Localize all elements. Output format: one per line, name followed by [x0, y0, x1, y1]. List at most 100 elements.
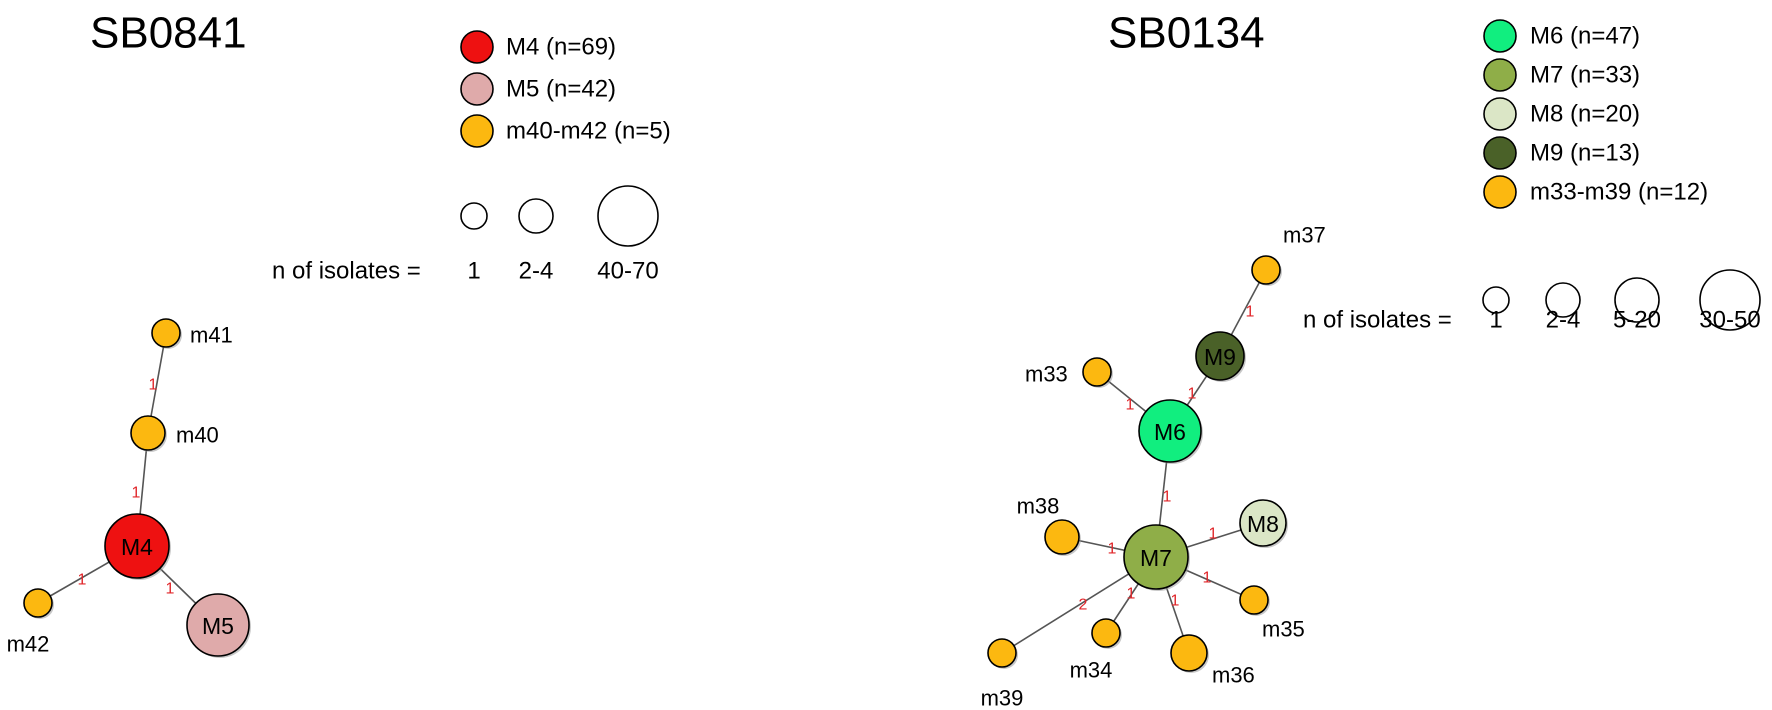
node-m35: m35 [1239, 585, 1305, 642]
legend-swatch [1483, 19, 1517, 53]
node-label: m35 [1262, 617, 1305, 642]
node-label: M9 [1204, 344, 1236, 370]
legend-label: M4 (n=69) [506, 34, 616, 61]
edge-weight-label: 1 [149, 377, 158, 394]
node-m36: m36 [1170, 634, 1255, 688]
edge-weight-label: 1 [1127, 586, 1136, 603]
legend-item: m40-m42 (n=5) [460, 114, 671, 148]
legend-item: M7 (n=33) [1483, 58, 1640, 92]
node-m42: m42 [7, 588, 54, 657]
node-label: M5 [202, 613, 234, 639]
node-label: m41 [190, 323, 233, 348]
node-label: m39 [981, 686, 1024, 710]
legend-label: M9 (n=13) [1530, 140, 1640, 167]
edge-weight-label: 1 [1246, 304, 1255, 321]
node-circle [151, 318, 181, 348]
size-legend-label: 5-20 [1613, 307, 1661, 334]
node-m33: m33 [1025, 357, 1113, 388]
node-label: M7 [1140, 545, 1172, 571]
size-legend-circle [1545, 282, 1581, 318]
size-legend-circle [518, 198, 554, 234]
node-label: m42 [7, 632, 50, 657]
legend-label: m40-m42 (n=5) [506, 118, 671, 145]
node-circle [1082, 357, 1112, 387]
color-legend: M6 (n=47) M7 (n=33) M8 (n=20) M9 (n=13) m33-… [1483, 19, 1708, 209]
size-legend-circle [597, 185, 659, 247]
legend-item: M9 (n=13) [1483, 136, 1640, 170]
node-m37: m37 [1251, 223, 1326, 286]
legend-label: M8 (n=20) [1530, 101, 1640, 128]
size-legend-circle [1482, 286, 1510, 314]
edge-weight-label: 1 [1203, 570, 1212, 587]
node-label: m34 [1070, 658, 1113, 683]
edge-weight-label: 1 [166, 581, 175, 598]
legend-label: M7 (n=33) [1530, 62, 1640, 89]
node-m34: m34 [1070, 618, 1122, 683]
node-circle [1239, 585, 1269, 615]
node-label: M6 [1154, 419, 1186, 445]
legend-label: M6 (n=47) [1530, 23, 1640, 50]
size-legend-circle [1614, 277, 1660, 323]
node-label: m36 [1212, 663, 1255, 688]
size-legend-prefix: n of isolates = [1303, 307, 1452, 334]
edge-weight-label: 1 [1163, 489, 1172, 506]
color-legend: M4 (n=69) M5 (n=42) m40-m42 (n=5) [460, 30, 671, 148]
legend-swatch [1483, 58, 1517, 92]
size-legend-label: 2-4 [519, 258, 554, 285]
node-label: m33 [1025, 362, 1068, 387]
legend-item: M4 (n=69) [460, 30, 616, 64]
legend-item: M5 (n=42) [460, 72, 616, 106]
node-circle [1251, 255, 1281, 285]
size-legend-label: 1 [1489, 307, 1502, 334]
legend-swatch [460, 72, 494, 106]
node-circle [1044, 519, 1080, 555]
legend-swatch [460, 114, 494, 148]
node-circle [1170, 634, 1208, 672]
node-m40: m40 [130, 415, 219, 452]
legend-item: M8 (n=20) [1483, 97, 1640, 131]
legend-swatch [1483, 136, 1517, 170]
legend-label: m33-m39 (n=12) [1530, 179, 1708, 206]
node-circle [987, 638, 1017, 668]
edge-weight-label: 1 [1171, 593, 1180, 610]
node-M6: M6 [1138, 399, 1203, 464]
size-legend-label: 2-4 [1546, 307, 1581, 334]
size-legend: n of isolates = 1 2-4 5-20 30-50 [1303, 269, 1761, 334]
edge-weight-label: 2 [1079, 597, 1088, 614]
node-circle [130, 415, 166, 451]
legend-swatch [1483, 97, 1517, 131]
panel-title: SB0841 [90, 9, 247, 58]
node-circle [1239, 499, 1287, 547]
legend-item: m33-m39 (n=12) [1483, 175, 1708, 209]
node-label: M4 [121, 534, 153, 560]
size-legend-label: 30-50 [1699, 307, 1760, 334]
legend-swatch [1483, 175, 1517, 209]
edge-weight-label: 1 [1126, 397, 1135, 414]
size-legend-circle [460, 202, 488, 230]
node-label: M8 [1247, 511, 1279, 537]
node-circle [23, 588, 53, 618]
node-M8: M8 [1239, 499, 1288, 548]
node-m39: m39 [981, 638, 1024, 710]
panel-title: SB0134 [1108, 9, 1265, 58]
node-circle [1138, 399, 1202, 463]
panel-sb0134: SB0134 M6 (n=47) M7 (n=33) M8 (n=20) M9 (n=1… [981, 9, 1761, 710]
node-circle [1195, 331, 1245, 381]
edge-weight-label: 1 [1209, 526, 1218, 543]
legend-item: M6 (n=47) [1483, 19, 1640, 53]
node-label: m38 [1017, 494, 1060, 519]
size-legend-label: 40-70 [597, 258, 658, 285]
node-label: m37 [1283, 223, 1326, 248]
edge-weight-label: 1 [78, 572, 87, 589]
node-m41: m41 [151, 318, 233, 349]
node-M9: M9 [1195, 331, 1246, 382]
node-circle [1091, 618, 1121, 648]
legend-label: M5 (n=42) [506, 76, 616, 103]
